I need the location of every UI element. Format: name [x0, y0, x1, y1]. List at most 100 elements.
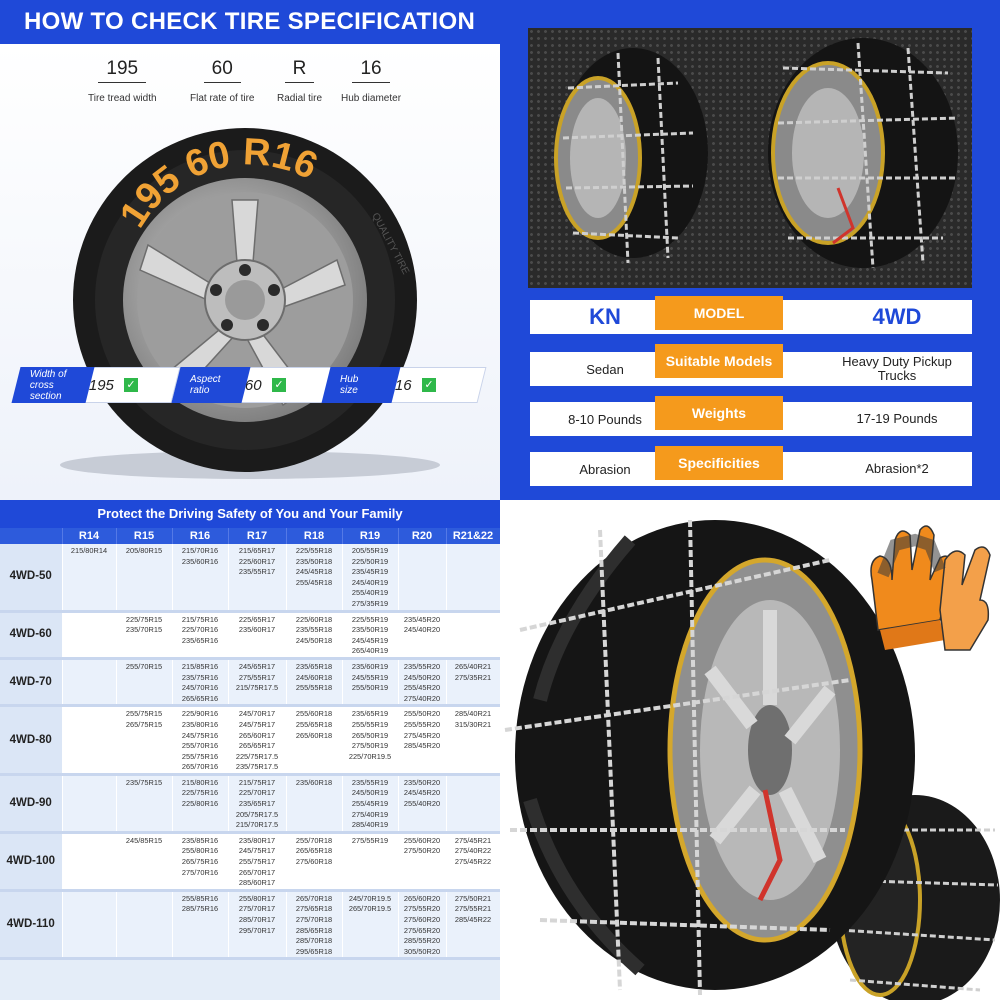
- tire-left: [554, 48, 708, 264]
- spec-label: Tire tread width: [88, 93, 157, 104]
- label-specificities: Specificities: [655, 446, 783, 480]
- badge-label: Hub size: [340, 374, 359, 396]
- size-table-header: R14 R15 R16 R17 R18 R19 R20 R21&22: [0, 528, 500, 544]
- chain-photo-area: [528, 28, 972, 288]
- badge-label: Aspect ratio: [190, 374, 221, 396]
- spec-value: 60: [203, 58, 241, 83]
- size-cell: 255/50R20 255/55R20 275/45R20 285/45R20: [398, 705, 447, 776]
- spec-label: Hub diameter: [341, 93, 402, 104]
- gloves-icon: [870, 525, 991, 651]
- spec-value: 195: [98, 58, 147, 83]
- size-cell: 225/60R18 235/55R18 245/50R18: [286, 611, 343, 660]
- size-cell: 215/80R14: [62, 544, 117, 613]
- model-comparison-panel: KN 4WD MODEL Sedan Heavy Duty Pickup Tru…: [500, 0, 1000, 500]
- size-cell: 225/55R19 235/50R19 245/45R19 265/40R19: [342, 611, 399, 660]
- size-cell: [62, 705, 117, 776]
- size-cell: 225/65R17 235/60R17: [228, 611, 287, 660]
- tire-right: [768, 38, 959, 269]
- spec-hub-diameter: 16 Hub diameter: [341, 58, 401, 104]
- check-icon: ✓: [124, 378, 139, 392]
- size-cell: 275/45R21 275/40R22 275/45R22: [446, 832, 500, 892]
- size-cell: 215/65R17 225/60R17 235/55R17: [228, 544, 287, 613]
- size-cell: [116, 890, 173, 961]
- size-cell: 245/70R19.5 265/70R19.5: [342, 890, 399, 961]
- size-cell: 205/55R19 225/50R19 235/45R19 245/40R19 …: [342, 544, 399, 613]
- row-model-label: 4WD-110: [0, 890, 63, 961]
- row-model-label: 4WD-100: [0, 832, 63, 892]
- label-suitable-models: Suitable Models: [655, 344, 783, 378]
- column-header: R19: [342, 528, 399, 544]
- spec-value: R: [284, 58, 315, 83]
- size-cell: 265/70R18 275/65R18 275/70R18 285/65R18 …: [286, 890, 343, 961]
- tire-spec-panel: HOW TO CHECK TIRE SPECIFICATION 195 Tire…: [0, 0, 500, 500]
- size-cell: 235/50R20 245/45R20 255/40R20: [398, 774, 447, 834]
- column-header: R15: [116, 528, 173, 544]
- spec-radial: R Radial tire: [277, 58, 322, 104]
- size-cell: 245/70R17 245/75R17 265/60R17 265/65R17 …: [228, 705, 287, 776]
- size-cell: 255/60R20 275/50R20: [398, 832, 447, 892]
- column-header: R14: [62, 528, 117, 544]
- product-photo-panel: [500, 500, 1000, 1000]
- size-cell: [62, 658, 117, 708]
- front-tire: [504, 519, 915, 996]
- size-cell: [62, 774, 117, 834]
- red-tensioner-chain: [757, 789, 783, 902]
- badge-value: 195: [89, 376, 115, 394]
- tire-illustration: 195 60 R16 QUALITY TIRE: [60, 128, 440, 479]
- size-cell: 255/75R15 265/75R15: [116, 705, 173, 776]
- size-cell: 205/80R15: [116, 544, 173, 613]
- size-table-title: Protect the Driving Safety of You and Yo…: [0, 500, 500, 528]
- row-model-label: 4WD-90: [0, 774, 63, 834]
- size-cell: [446, 774, 500, 834]
- cell-left: Abrasion: [579, 461, 631, 477]
- label-weights: Weights: [655, 396, 783, 430]
- row-model-label: 4WD-70: [0, 658, 63, 708]
- size-cell: 215/75R16 225/70R16 235/65R16: [172, 611, 229, 660]
- column-header: R18: [286, 528, 343, 544]
- row-model-label: 4WD-50: [0, 544, 63, 613]
- check-icon: ✓: [421, 378, 436, 392]
- header-blank: [0, 528, 63, 544]
- chain-links: [504, 519, 851, 996]
- size-cell: [446, 544, 500, 613]
- size-table: R14 R15 R16 R17 R18 R19 R20 R21&22 4WD-5…: [0, 528, 500, 961]
- badge-value: 16: [395, 376, 412, 394]
- size-cell: 255/70R18 265/65R18 275/60R18: [286, 832, 343, 892]
- size-cell: 235/65R18 245/60R18 255/55R18: [286, 658, 343, 708]
- size-cell: 215/80R16 225/75R16 225/80R16: [172, 774, 229, 834]
- spec-label: Radial tire: [277, 93, 323, 104]
- size-cell: 235/55R20 245/50R20 255/45R20 275/40R20: [398, 658, 447, 708]
- size-cell: 225/55R18 235/50R18 245/45R18 255/45R18: [286, 544, 343, 613]
- cell-left: 8-10 Pounds: [568, 411, 642, 427]
- size-cell: 265/40R21 275/35R21: [446, 658, 500, 708]
- size-cell: 235/65R19 255/55R19 265/50R19 275/50R19 …: [342, 705, 399, 776]
- size-cell: [398, 544, 447, 613]
- spec-label: Flat rate of tire: [190, 93, 255, 104]
- size-cell: 235/80R17 245/75R17 255/75R17 265/70R17 …: [228, 832, 287, 892]
- size-cell: 225/90R16 235/80R16 245/75R16 255/70R16 …: [172, 705, 229, 776]
- check-icon: ✓: [271, 378, 286, 392]
- size-cell: 275/55R19: [342, 832, 399, 892]
- size-cell: 235/45R20 245/40R20: [398, 611, 447, 660]
- size-cell: [62, 890, 117, 961]
- size-cell: 275/50R21 275/55R21 285/45R22: [446, 890, 500, 961]
- badge-label: Width of cross section: [30, 368, 67, 402]
- size-cell: 255/60R18 255/65R18 265/60R18: [286, 705, 343, 776]
- size-cell: 235/55R19 245/50R19 255/45R19 275/40R19 …: [342, 774, 399, 834]
- size-cell: 255/85R16 285/75R16: [172, 890, 229, 961]
- size-cell: [62, 832, 117, 892]
- spec-header: HOW TO CHECK TIRE SPECIFICATION: [0, 0, 500, 44]
- snow-chains-product-image: [504, 519, 1000, 1000]
- label-model: MODEL: [655, 296, 783, 330]
- cell-left: Sedan: [586, 361, 624, 377]
- size-cell: 265/60R20 275/55R20 275/60R20 275/65R20 …: [398, 890, 447, 961]
- row-model-label: 4WD-80: [0, 705, 63, 776]
- column-header: R20: [398, 528, 447, 544]
- size-cell: 255/70R15: [116, 658, 173, 708]
